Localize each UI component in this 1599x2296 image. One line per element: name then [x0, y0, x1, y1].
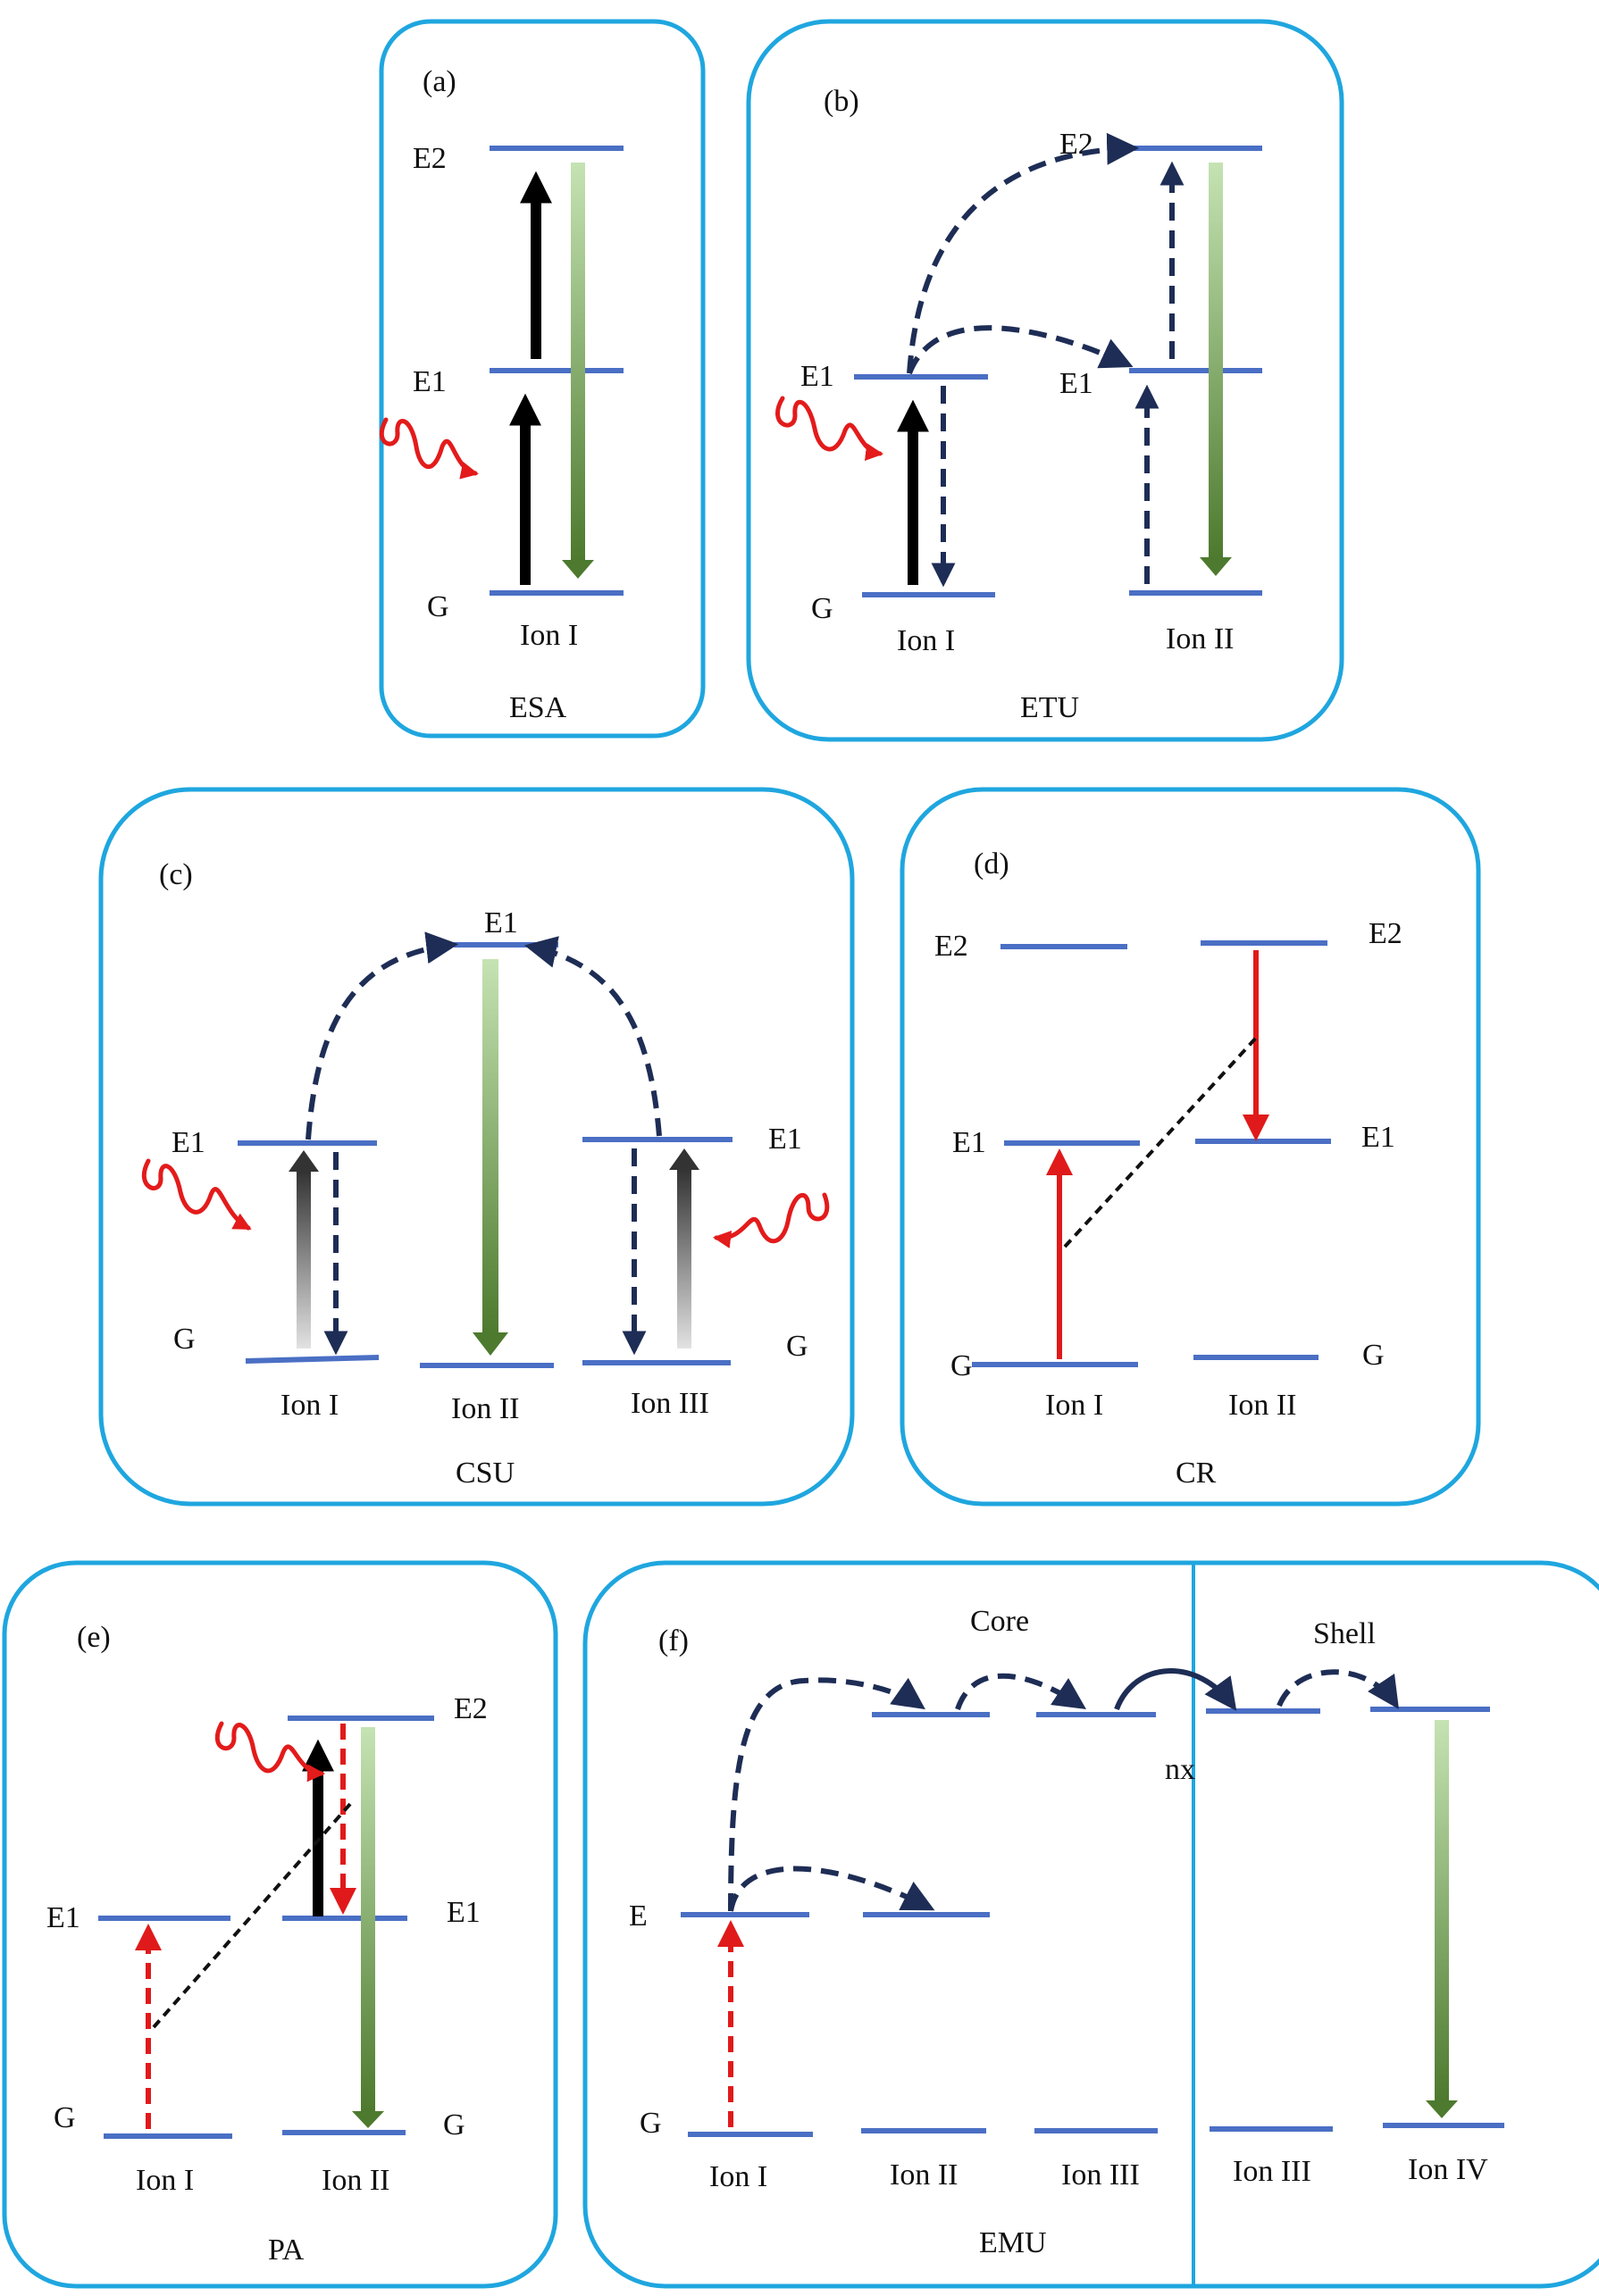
shell-label: Shell — [1313, 1617, 1376, 1650]
panel-e: (e) E2 E1 E1 G G Ion I Ion II PA — [2, 1560, 558, 2289]
ion-label: Ion I — [520, 619, 578, 652]
level-label-e1-right: E1 — [447, 1896, 481, 1929]
ion-label-1: Ion I — [1045, 1389, 1103, 1422]
panel-b-border — [746, 19, 1344, 742]
emission-arrowhead — [1200, 557, 1232, 576]
emission-arrowhead — [562, 560, 594, 579]
energy-migration-shell — [1277, 1669, 1400, 1709]
level-label-e1-ion1: E1 — [800, 360, 834, 393]
ion-label-2: Ion II — [1166, 622, 1234, 655]
panel-a-tag: (a) — [423, 65, 456, 98]
panel-e-border — [2, 1560, 558, 2289]
level-label-e2-left: E2 — [934, 930, 968, 963]
ion-label-1: Ion I — [709, 2160, 767, 2193]
energy-migration-interface — [1114, 1668, 1237, 1711]
panel-f: (f) Core Shell nx E G Ion I Ion II Ion I… — [582, 1560, 1599, 2289]
panel-d-border — [900, 787, 1481, 1507]
panel-a-title: ESA — [509, 691, 567, 724]
panel-a: (a) E2 E1 G Ion I ESA — [379, 19, 706, 739]
level-label-g-left: G — [173, 1323, 196, 1356]
level-label-g-left: G — [54, 2101, 76, 2134]
cross-relaxation-link — [1063, 1034, 1260, 1248]
panel-b: (b) E2 E1 E1 G Ion I Ion II ETU — [746, 19, 1344, 742]
ion-label-2: Ion II — [890, 2158, 958, 2192]
ion-label-3-core: Ion III — [1061, 2158, 1140, 2192]
excitation-arrowhead-ion1 — [289, 1150, 319, 1172]
level-label-g: G — [427, 590, 449, 623]
level-label-e1-right: E1 — [768, 1123, 802, 1156]
level-label-e1-top: E1 — [484, 906, 518, 939]
excitation-photon-icon — [214, 1721, 325, 1783]
panel-d-title: CR — [1176, 1457, 1217, 1490]
emission-arrowhead — [352, 2111, 384, 2128]
panel-e-tag: (e) — [77, 1621, 111, 1654]
energy-transfer-to-e1 — [907, 325, 1134, 375]
panel-d-tag: (d) — [974, 847, 1009, 881]
excitation-bar-ion1 — [297, 1172, 311, 1348]
level-label-e2-right: E2 — [1369, 917, 1402, 950]
level-label-e1-left: E1 — [46, 1901, 80, 1934]
emission-arrowhead — [473, 1332, 508, 1356]
ion-label-3-shell: Ion III — [1233, 2155, 1311, 2188]
excitation-arrowhead-ion3 — [669, 1148, 699, 1170]
level-label-g-right: G — [786, 1330, 808, 1363]
emission-bar — [571, 163, 585, 560]
excitation-bar-ion3 — [677, 1170, 691, 1348]
level-label-e2: E2 — [413, 142, 447, 175]
ion-label-4: Ion IV — [1408, 2153, 1488, 2186]
energy-transfer-to-e-ion2 — [728, 1866, 935, 1912]
panel-f-border — [582, 1560, 1599, 2289]
ion-label-1: Ion I — [897, 624, 955, 657]
excitation-photon-icon-left — [141, 1158, 252, 1231]
panel-a-border — [379, 19, 706, 739]
panel-e-title: PA — [268, 2233, 305, 2267]
level-label-e: E — [629, 1899, 648, 1933]
emission-bar — [361, 1727, 375, 2111]
excitation-photon-icon — [775, 396, 883, 461]
nx-label: nx — [1165, 1753, 1195, 1786]
level-label-g-left: G — [950, 1349, 973, 1382]
panel-b-title: ETU — [1020, 691, 1079, 724]
level-label-e1-left: E1 — [952, 1126, 986, 1159]
panel-c-border — [98, 787, 855, 1507]
emission-arrowhead — [1426, 2100, 1458, 2118]
energy-migration-core-1 — [955, 1673, 1086, 1711]
excitation-photon-icon — [379, 417, 479, 480]
energy-transfer-to-e2 — [907, 132, 1140, 374]
level-label-e1-right: E1 — [1361, 1121, 1395, 1154]
level-label-g-right: G — [1362, 1339, 1385, 1372]
ion-label-2: Ion II — [1228, 1389, 1296, 1422]
ion-label-3: Ion III — [631, 1387, 709, 1420]
panel-f-tag: (f) — [658, 1624, 689, 1657]
level-label-e2: E2 — [454, 1692, 488, 1725]
level-label-e1: E1 — [413, 365, 447, 398]
level-g-ion1 — [245, 1355, 380, 1364]
excitation-photon-icon-right — [713, 1192, 830, 1248]
level-label-e1-ion2: E1 — [1059, 367, 1093, 400]
ion-label-1: Ion I — [136, 2164, 194, 2197]
level-label-e1-left: E1 — [172, 1126, 205, 1159]
level-label-g: G — [640, 2107, 662, 2140]
energy-transfer-to-upper — [728, 1677, 925, 1912]
energy-transfer-from-ion1 — [306, 931, 459, 1140]
panel-c-tag: (c) — [159, 858, 193, 891]
energy-transfer-from-ion3 — [523, 936, 662, 1137]
core-label: Core — [970, 1605, 1029, 1638]
ion-label-2: Ion II — [322, 2164, 389, 2197]
panel-b-tag: (b) — [824, 85, 859, 118]
ion-label-1: Ion I — [280, 1389, 339, 1422]
panel-c: (c) E1 E1 E1 G G Ion I Ion II Ion III CS… — [98, 787, 855, 1507]
emission-bar — [1209, 163, 1223, 557]
panel-f-title: EMU — [979, 2226, 1047, 2259]
emission-bar — [1435, 1720, 1449, 2100]
emission-bar — [482, 959, 498, 1332]
level-label-g: G — [811, 592, 833, 625]
level-label-g-right: G — [443, 2108, 465, 2142]
panel-d: (d) E2 E2 E1 E1 G G Ion I Ion II CR — [900, 787, 1481, 1507]
panel-c-title: CSU — [456, 1457, 515, 1490]
ion-label-2: Ion II — [451, 1392, 519, 1425]
cross-relaxation-link — [152, 1802, 352, 2029]
